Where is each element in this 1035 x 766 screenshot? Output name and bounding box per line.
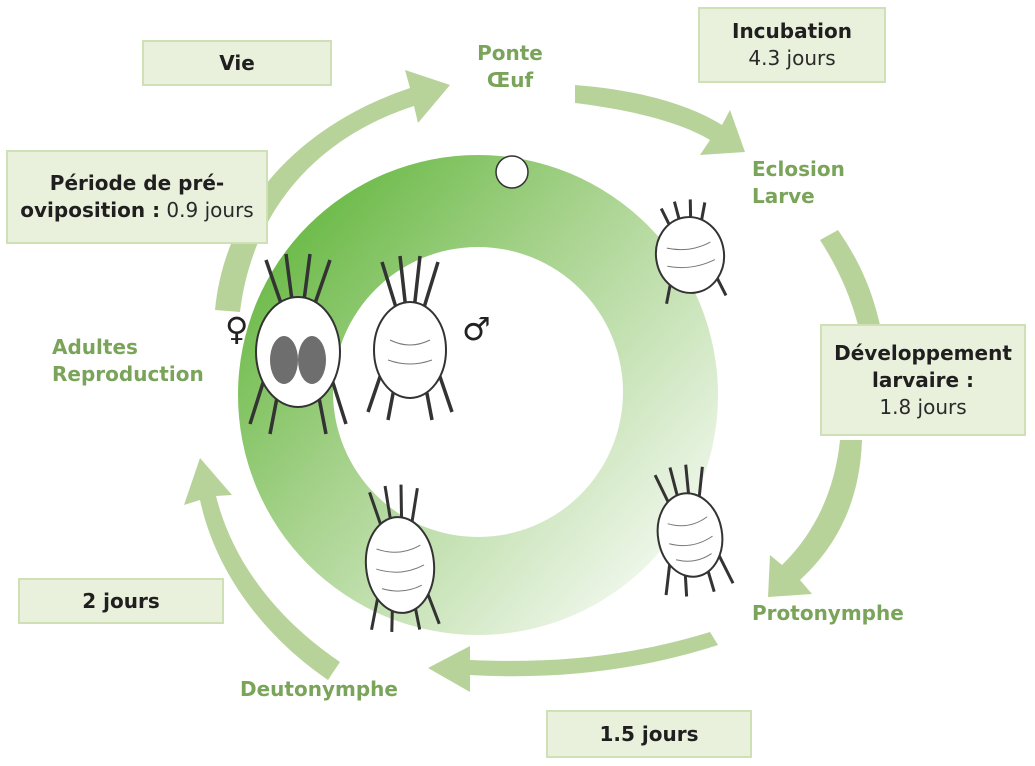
box-preoviposition-label: oviposition : (20, 198, 161, 222)
arrow-protonymphe-to-deutonymphe (428, 632, 718, 692)
box-incubation: Incubation 4.3 jours (698, 7, 886, 83)
stage-protonymphe-label: Protonymphe (752, 601, 904, 625)
box-developpement-line1: Développement (834, 340, 1012, 365)
box-developpement-value: 1.8 jours (879, 394, 967, 419)
deutonymph-mite-icon (364, 484, 441, 633)
box-vie-label: Vie (219, 50, 255, 75)
stage-eclosion-line2: Larve (752, 184, 815, 208)
stage-adultes-line2: Reproduction (52, 362, 204, 386)
protonymph-mite-icon (653, 464, 735, 597)
box-developpement-line2: larvaire : (872, 367, 974, 392)
stage-protonymphe: Protonymphe (752, 600, 904, 627)
male-mite-icon (366, 255, 454, 421)
box-vie: Vie (142, 40, 332, 86)
arrow-deutonymphe-to-adultes (184, 458, 340, 680)
box-developpement: Développement larvaire : 1.8 jours (820, 324, 1026, 436)
female-mite-icon (248, 253, 348, 435)
stage-eclosion-line1: Eclosion (752, 157, 845, 181)
box-2-jours: 2 jours (18, 578, 224, 624)
female-symbol: ♀ (225, 310, 248, 348)
life-cycle-ring (238, 155, 718, 635)
stage-deutonymphe-label: Deutonymphe (240, 677, 398, 701)
box-2-jours-label: 2 jours (82, 588, 160, 613)
stage-ponte-line1: Ponte (477, 41, 543, 65)
box-preoviposition-value: 0.9 jours (160, 198, 254, 222)
arrow-developpement-to-protonymphe (768, 440, 862, 597)
arrow-eclosion-to-developpement (820, 230, 880, 325)
stage-ponte: Ponte Œuf (470, 40, 550, 94)
egg-icon (495, 155, 529, 189)
box-1-5-jours: 1.5 jours (546, 710, 752, 758)
box-incubation-value: 4.3 jours (748, 46, 836, 70)
stage-deutonymphe: Deutonymphe (240, 676, 398, 703)
box-incubation-title: Incubation (732, 19, 852, 43)
stage-adultes-line1: Adultes (52, 335, 138, 359)
cycle-arrows (184, 70, 880, 692)
box-preoviposition-title: Période de pré- (49, 171, 225, 195)
stage-adultes: Adultes Reproduction (52, 334, 204, 388)
stage-eclosion: Eclosion Larve (752, 156, 845, 210)
box-1-5-jours-label: 1.5 jours (599, 721, 699, 746)
male-symbol: ♂ (462, 310, 491, 348)
arrow-ponte-to-eclosion (575, 85, 745, 155)
box-preoviposition: Période de pré- oviposition : 0.9 jours (6, 150, 268, 244)
stage-ponte-line2: Œuf (486, 68, 534, 92)
larva-mite-icon (654, 199, 728, 305)
